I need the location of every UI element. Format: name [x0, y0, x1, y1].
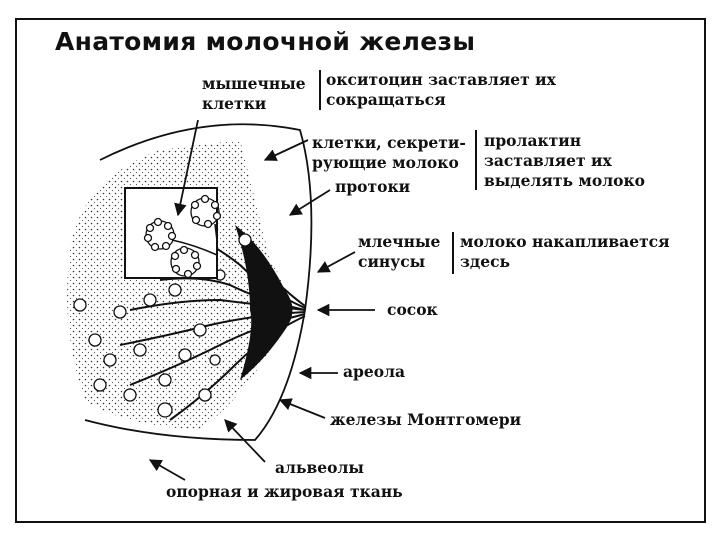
- label-secreting-cells: клетки, секрети-рующие молоко: [312, 133, 466, 172]
- secreting-cells: [143, 194, 222, 279]
- divider-sinus: [452, 232, 454, 274]
- alveoli: [73, 233, 252, 418]
- pointer-arrows: [148, 119, 375, 481]
- label-areola: ареола: [343, 362, 406, 381]
- label-alveoli: альвеолы: [275, 458, 364, 477]
- label-nipple: сосок: [387, 300, 438, 319]
- milk-sinus-region: [235, 225, 293, 380]
- label-ducts: протоки: [335, 177, 411, 196]
- breast-outline: [84, 123, 313, 441]
- divider-prolactin: [475, 130, 477, 190]
- page-title: Анатомия молочной железы: [55, 27, 476, 56]
- label-support-tissue: опорная и жировая ткань: [166, 482, 403, 501]
- label-montgomery-glands: железы Монтгомери: [330, 410, 522, 429]
- divider-oxytocin: [319, 70, 321, 110]
- diagram-frame: [15, 18, 706, 523]
